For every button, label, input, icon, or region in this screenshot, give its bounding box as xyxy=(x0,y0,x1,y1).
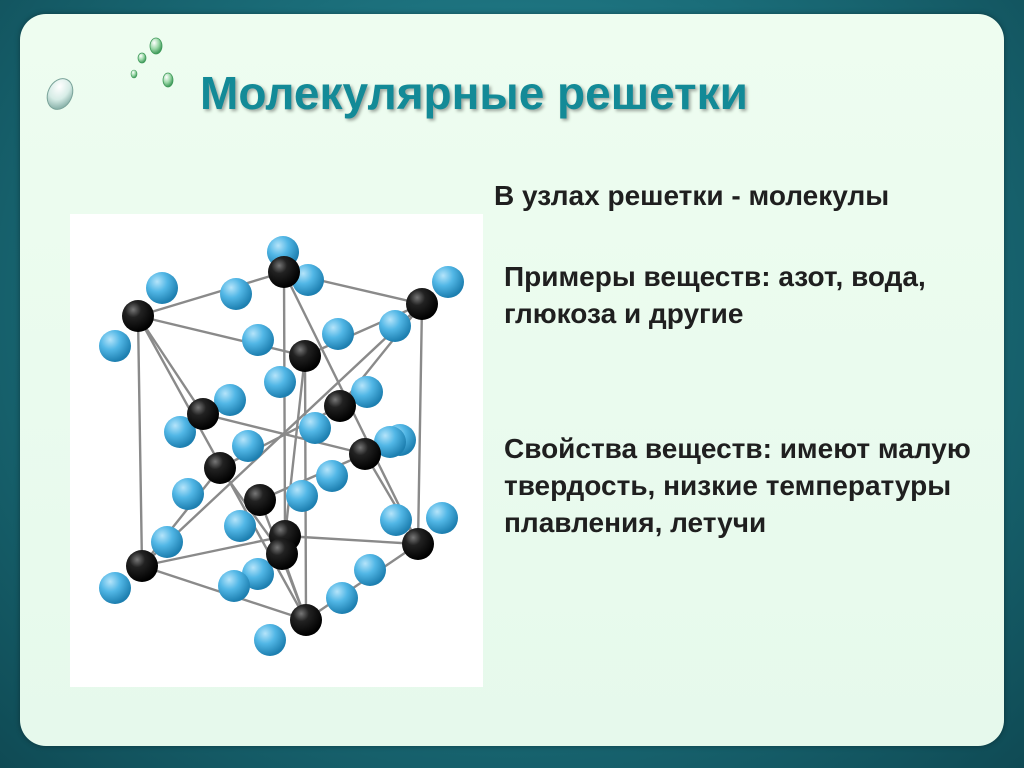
lattice-rod xyxy=(283,534,420,546)
examples-text: Примеры веществ: азот, вода, глюкоза и д… xyxy=(504,261,926,329)
blue-atom xyxy=(426,502,458,534)
black-atom xyxy=(244,484,276,516)
blue-atom xyxy=(264,366,296,398)
blue-atom xyxy=(232,430,264,462)
black-atom xyxy=(204,452,236,484)
blue-atom xyxy=(254,624,286,656)
lattice-rod xyxy=(136,314,205,416)
blue-atom xyxy=(242,324,274,356)
blue-atom xyxy=(214,384,246,416)
lattice-rod xyxy=(136,314,307,358)
blue-atom xyxy=(380,504,412,536)
blue-atom xyxy=(172,478,204,510)
blue-atom xyxy=(322,318,354,350)
lattice-rod xyxy=(136,314,144,568)
lattice-rod xyxy=(283,354,307,538)
lattice-rod xyxy=(282,270,287,538)
blue-atom xyxy=(220,278,252,310)
blue-atom xyxy=(299,412,331,444)
black-atom xyxy=(402,528,434,560)
blue-atom xyxy=(316,460,348,492)
black-atom xyxy=(290,604,322,636)
blue-atom xyxy=(242,558,274,590)
black-atom xyxy=(126,550,158,582)
black-atom xyxy=(289,340,321,372)
properties-text: Свойства веществ: имеют малую твердость,… xyxy=(504,433,971,538)
molecular-lattice-model-icon xyxy=(99,236,464,656)
black-atom xyxy=(268,256,300,288)
blue-atom xyxy=(374,426,406,458)
lattice-rod xyxy=(258,452,367,502)
black-atom xyxy=(349,438,381,470)
blue-atom xyxy=(286,480,318,512)
subtitle-text: В узлах решетки - молекулы xyxy=(494,180,890,211)
lattice-image-panel xyxy=(70,214,483,687)
blue-atom xyxy=(326,582,358,614)
blue-atom xyxy=(99,330,131,362)
blue-atom xyxy=(224,510,256,542)
blue-atom xyxy=(432,266,464,298)
black-atom xyxy=(122,300,154,332)
black-atom xyxy=(266,538,298,570)
black-atom xyxy=(406,288,438,320)
blue-atom xyxy=(354,554,386,586)
blue-atom xyxy=(379,310,411,342)
blue-atom xyxy=(99,572,131,604)
slide-canvas: Молекулярные решетки В узлах решетки - м… xyxy=(20,14,1004,746)
blue-atom xyxy=(218,570,250,602)
blue-atom xyxy=(151,526,183,558)
black-atom xyxy=(324,390,356,422)
lattice-rod xyxy=(416,302,424,546)
slide-title: Молекулярные решетки xyxy=(200,67,748,119)
blue-atom xyxy=(164,416,196,448)
water-drops-decoration xyxy=(46,37,174,110)
lattice-rod xyxy=(136,270,286,318)
black-atom xyxy=(187,398,219,430)
blue-atom xyxy=(146,272,178,304)
blue-atom xyxy=(351,376,383,408)
